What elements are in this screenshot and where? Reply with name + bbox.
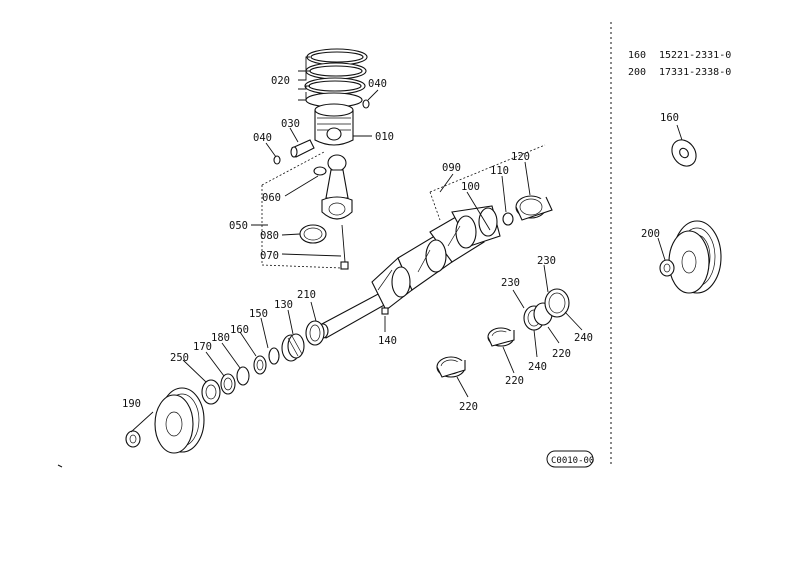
callout-140: 140 <box>378 335 397 347</box>
callout-080: 080 <box>260 230 279 242</box>
rod-bolt <box>340 224 349 270</box>
callout-070: 070 <box>260 250 279 262</box>
callout-100: 100 <box>461 181 480 193</box>
callout-050: 050 <box>229 220 248 232</box>
parts-table-no-1: 200 <box>628 67 646 78</box>
rod-bearing <box>299 224 327 244</box>
callout-220-a: 220 <box>459 401 478 413</box>
callout-220-c: 220 <box>552 348 571 360</box>
rear-seal <box>515 195 553 221</box>
front-shaft-parts <box>201 320 325 405</box>
pulley-200-detail <box>657 220 722 294</box>
callout-200: 200 <box>641 228 660 240</box>
connecting-rod <box>313 154 353 220</box>
front-pulley <box>154 387 205 454</box>
crankshaft <box>317 205 501 339</box>
callout-040-right: 040 <box>368 78 387 90</box>
callout-160: 160 <box>230 324 249 336</box>
circlip-left <box>273 155 281 165</box>
callout-010: 010 <box>375 131 394 143</box>
washer-160-detail <box>671 124 697 167</box>
drawing-code-stamp: C0010-00 <box>546 450 594 468</box>
parts-table-part-1: 17331-2338-0 <box>659 67 731 78</box>
callout-020: 020 <box>271 75 290 87</box>
callout-190: 190 <box>122 398 141 410</box>
callout-labels: 010 020 030 040 040 050 060 070 080 090 … <box>122 75 679 413</box>
callout-060: 060 <box>262 192 281 204</box>
callout-130: 130 <box>274 299 293 311</box>
callout-210: 210 <box>297 289 316 301</box>
callout-230-a: 230 <box>501 277 520 289</box>
circlip-right <box>362 99 370 109</box>
callout-240-a: 240 <box>528 361 547 373</box>
callout-030: 030 <box>281 118 300 130</box>
callout-170: 170 <box>193 341 212 353</box>
callout-250: 250 <box>170 352 189 364</box>
callout-150: 150 <box>249 308 268 320</box>
callout-160-right: 160 <box>660 112 679 124</box>
piston-pin <box>290 139 315 158</box>
callout-120: 120 <box>511 151 530 163</box>
pulley-nut <box>125 430 141 448</box>
callout-180: 180 <box>211 332 230 344</box>
callout-090: 090 <box>442 162 461 174</box>
callout-040-left: 040 <box>253 132 272 144</box>
parts-table-no-0: 160 <box>628 50 646 61</box>
main-bearings <box>436 288 570 378</box>
callout-220-b: 220 <box>505 375 524 387</box>
rear-gear <box>502 212 514 226</box>
parts-table: 160 15221-2331-0 200 17331-2338-0 <box>628 50 731 78</box>
parts-table-part-0: 15221-2331-0 <box>659 50 731 61</box>
piston-rings <box>304 48 368 108</box>
drawing-code: C0010-00 <box>551 456 594 466</box>
leader-lines <box>130 56 583 433</box>
piston <box>314 103 354 146</box>
callout-230-b: 230 <box>537 255 556 267</box>
callout-240-b: 240 <box>574 332 593 344</box>
callout-110: 110 <box>490 165 509 177</box>
